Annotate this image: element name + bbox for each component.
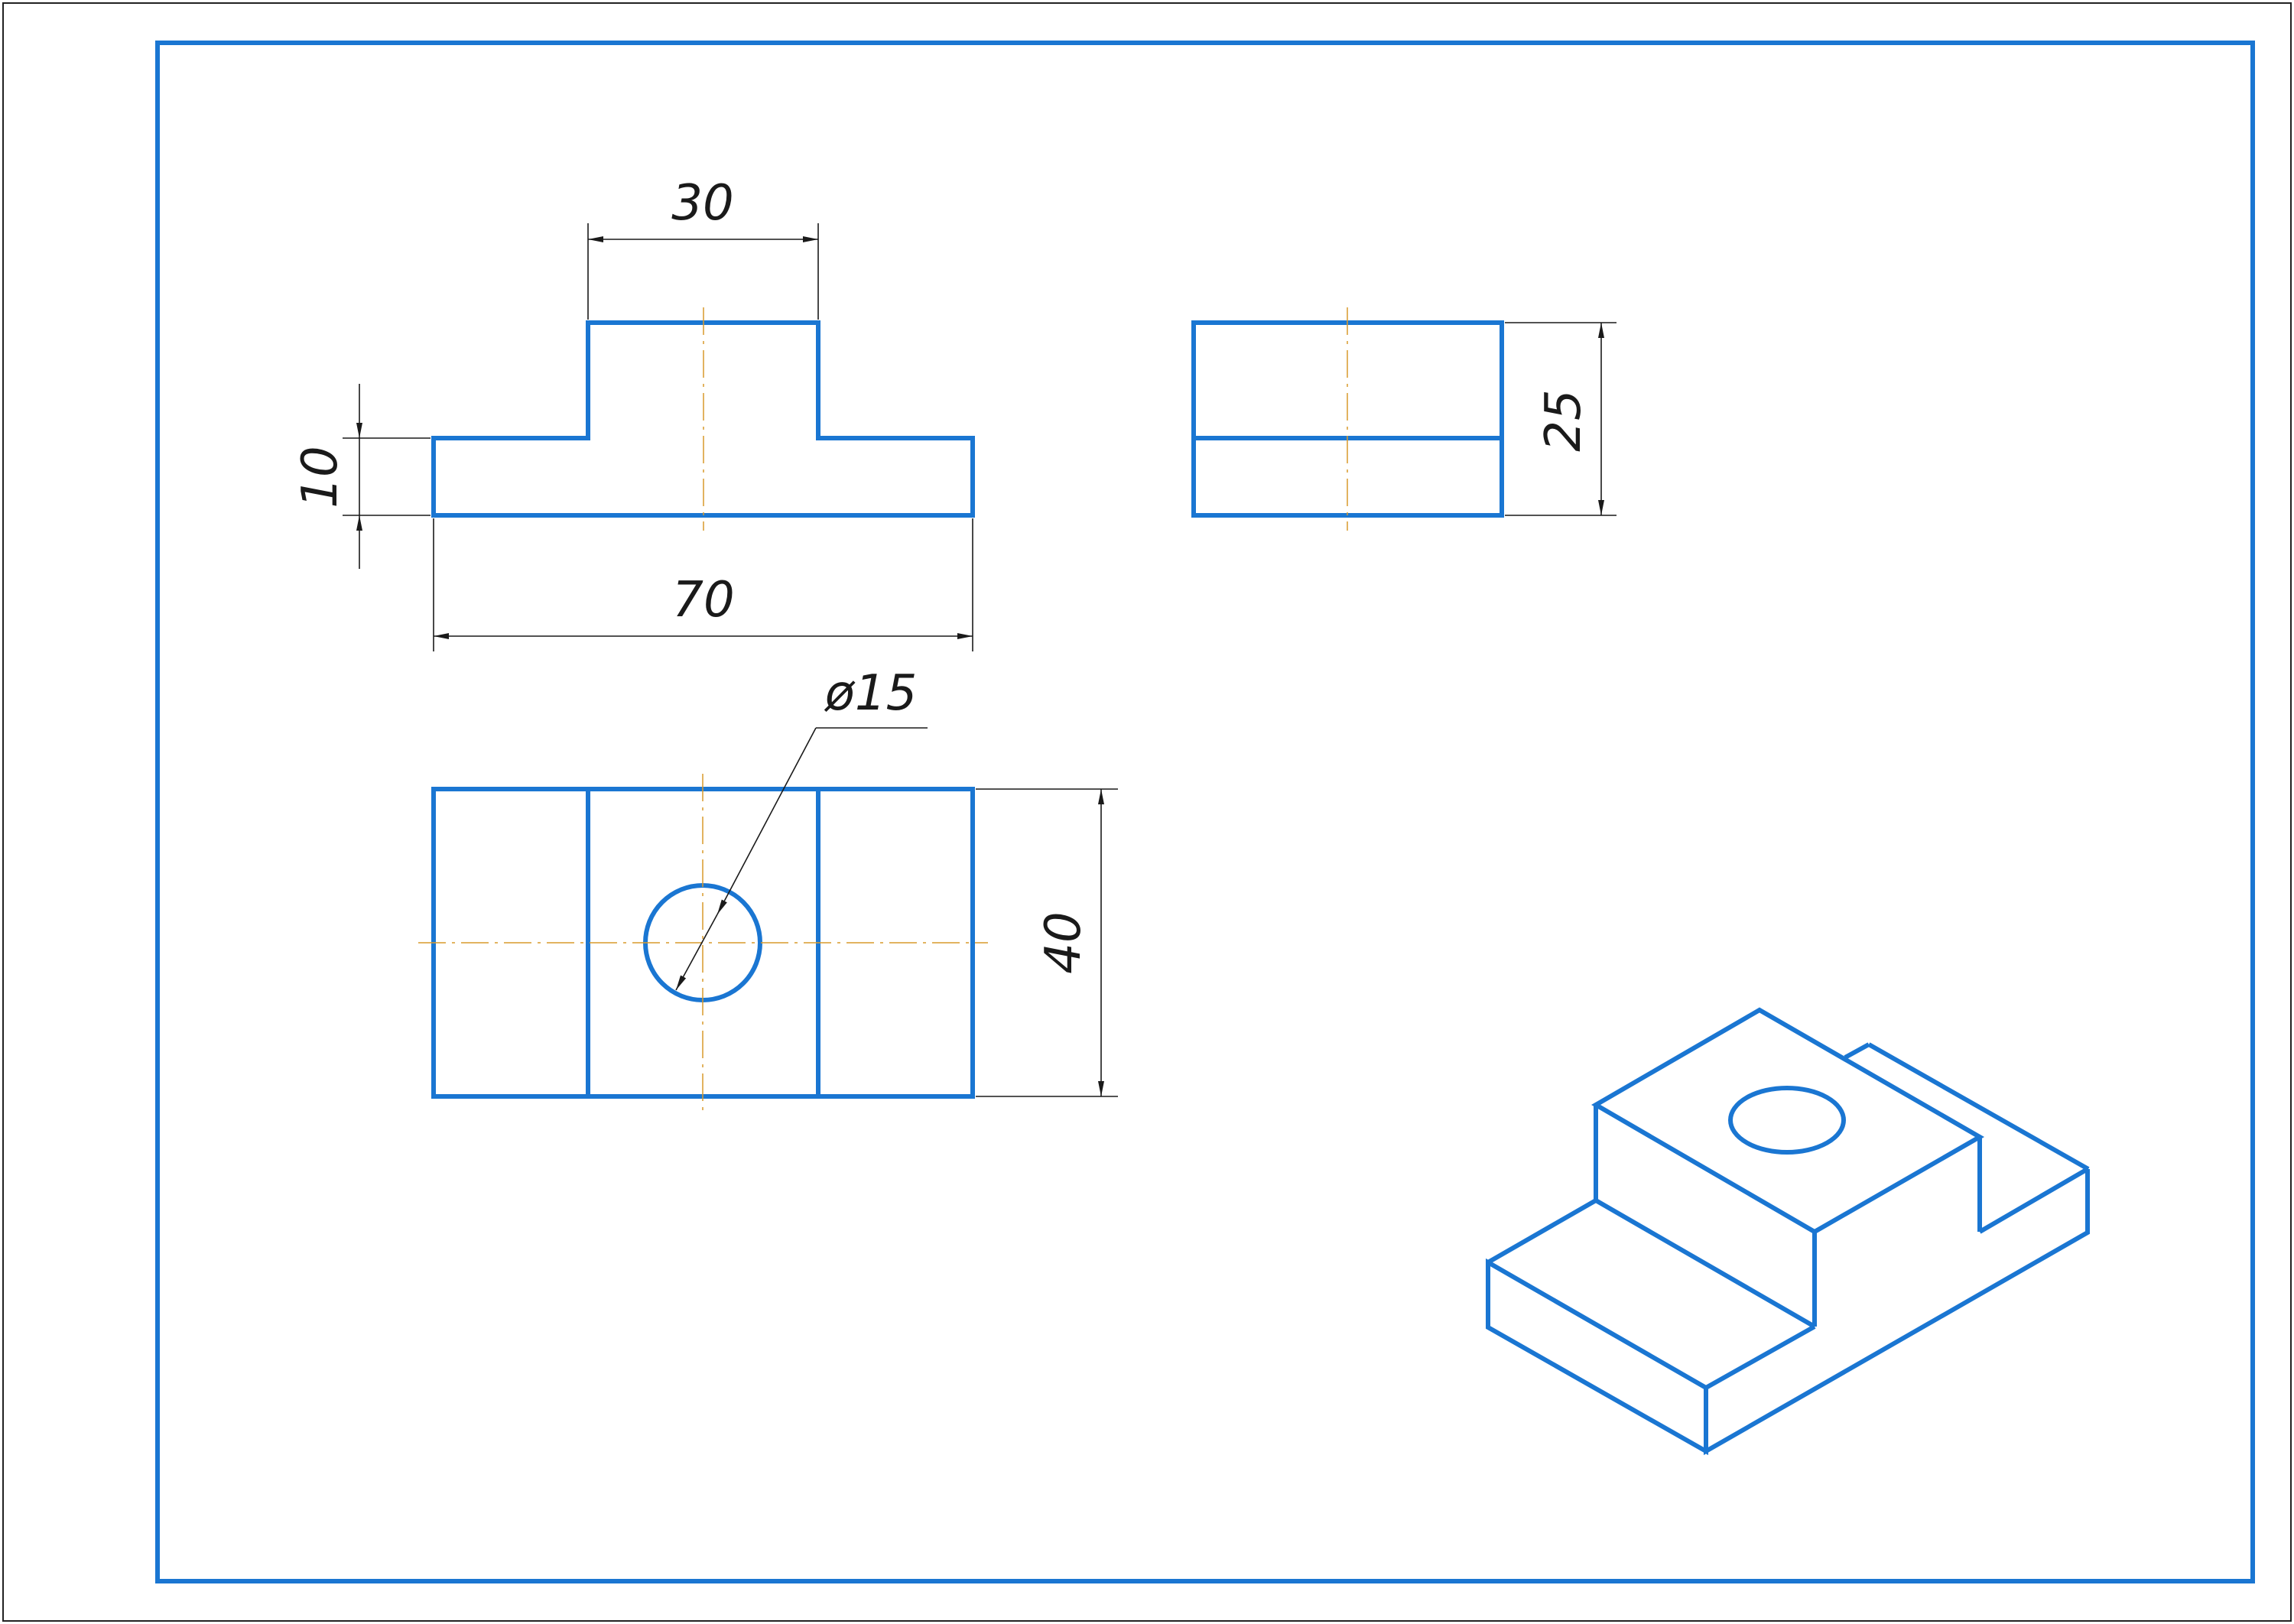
iso-base-top-left-edge (1487, 1198, 1597, 1265)
iso-base-front-face (1486, 1258, 1708, 1456)
iso-base-back-step-edge (1844, 1042, 1870, 1060)
dim-diameter-line (675, 914, 718, 991)
iso-block-top-face (1591, 1007, 1985, 1235)
iso-block-bottom-junction (1704, 1324, 1816, 1390)
isometric-view (1486, 1007, 2090, 1456)
dim-25-label: 25 (1535, 389, 1592, 451)
drawing-frame (155, 41, 2255, 1583)
dim-70-label: 70 (672, 572, 734, 628)
dim-40-label: 40 (1035, 911, 1092, 973)
front-view-outline (431, 320, 975, 518)
dim-10-label: 10 (292, 446, 349, 508)
iso-block-front-bottom-edge (1594, 1198, 1816, 1329)
dim-diameter-label: ø15 (824, 665, 918, 722)
dim-30-label: 30 (671, 175, 733, 232)
iso-hole (1728, 1086, 1846, 1155)
iso-base-right-face (1704, 1169, 2090, 1456)
side-view: 25 (1191, 307, 1617, 531)
front-view: 30 10 70 (292, 175, 975, 651)
iso-base-top-right-edge (1867, 1042, 2090, 1171)
dim-diameter-leader (716, 727, 817, 915)
top-view: 40 ø15 (418, 665, 1118, 1112)
iso-slab-top-right-segment (1978, 1167, 2089, 1234)
